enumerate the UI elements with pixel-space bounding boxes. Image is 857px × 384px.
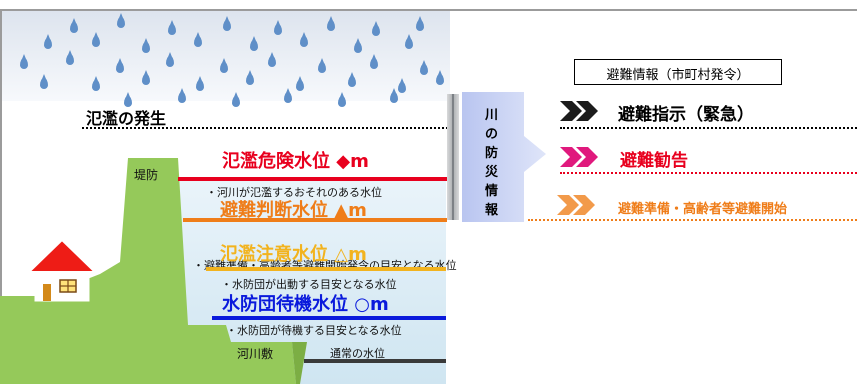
raindrop-icon: [284, 88, 292, 103]
evacuation-advisory-dotted-line: [560, 172, 857, 174]
raindrop-icon: [300, 32, 308, 47]
raindrop-icon: [354, 38, 362, 53]
double-chevron-icon: [560, 101, 598, 121]
evacuation-judgment-level-label: 避難判断水位 ▲m: [220, 200, 367, 221]
raindrop-icon: [166, 52, 174, 67]
raindrop-icon: [372, 21, 380, 36]
raindrop-icon: [405, 34, 413, 49]
flood-caution-level-label: 氾濫注意水位 △m: [220, 244, 367, 265]
raindrop-icon: [296, 76, 304, 91]
river-info-char: の: [485, 127, 499, 142]
river-info-panel: [462, 92, 546, 222]
evacuation-preparation-label: 避難準備・高齢者等避難開始: [618, 202, 788, 217]
raindrop-icon: [220, 58, 228, 73]
raindrop-icon: [92, 32, 100, 47]
flood-team-standby-level-line: [212, 316, 446, 320]
raindrop-icon: [40, 74, 48, 89]
riverbed-label: 河川敷: [237, 347, 274, 361]
raindrop-icon: [168, 20, 176, 35]
levee: [0, 158, 296, 384]
raindrop-icon: [92, 76, 100, 91]
raindrop-icon: [194, 32, 202, 47]
evacuation-info-box-label: 避難情報（市町村発令）: [606, 68, 750, 83]
raindrop-icon: [327, 16, 335, 31]
double-chevron-icon: [557, 195, 595, 215]
raindrop-icon: [250, 36, 258, 51]
double-chevron-icon: [560, 147, 598, 167]
river-info-char: 川: [485, 108, 499, 123]
raindrop-icon: [196, 76, 204, 91]
raindrop-icon: [20, 54, 28, 69]
frame-border-top: [0, 9, 857, 11]
levee-shadow: [292, 342, 307, 384]
raindrop-icon: [44, 34, 52, 49]
raindrop-icon: [436, 70, 444, 85]
river-info-char: 災: [485, 165, 499, 180]
flood-danger-level-note: ・河川が氾濫するおそれのある水位: [206, 186, 382, 199]
flood-team-standby-level-note: ・水防団が待機する目安となる水位: [226, 324, 402, 337]
flood-danger-level-label: 氾濫危険水位 ◆m: [222, 151, 369, 172]
raindrop-icon: [70, 18, 78, 33]
normal-level-line: [304, 359, 446, 363]
raindrop-icon: [116, 58, 124, 73]
raindrop-icon: [142, 38, 150, 53]
raindrop-icon: [178, 88, 186, 103]
evacuation-advisory-label: 避難勧告: [620, 151, 688, 171]
flood-occurrence-label: 氾濫の発生: [86, 109, 167, 128]
raindrop-icon: [370, 54, 378, 69]
river-info-char: 防: [485, 146, 499, 161]
river-info-char: 報: [485, 203, 499, 218]
raindrop-icon: [348, 72, 356, 87]
raindrop-icon: [66, 50, 74, 65]
raindrop-icon: [232, 92, 240, 107]
raindrop-icon: [318, 58, 326, 73]
flood-dotted-line: [82, 127, 448, 129]
raindrop-icon: [117, 13, 125, 28]
raindrop-icon: [398, 78, 406, 93]
raindrop-icon: [246, 70, 254, 85]
evacuation-order-label: 避難指示（緊急）: [618, 105, 754, 125]
evacuation-order-dotted-line: [560, 127, 857, 129]
raindrop-icon: [124, 92, 132, 107]
river-info-char: 情: [485, 184, 499, 199]
flood-team-standby-level-label: 水防団待機水位 ○m: [222, 294, 389, 315]
evacuation-judgment-level-line: [183, 218, 447, 222]
raindrop-icon: [223, 16, 231, 31]
raindrop-icon: [390, 88, 398, 103]
flood-caution-level-line: [206, 267, 446, 271]
evacuation-preparation-dotted-line: [528, 219, 857, 221]
raindrop-icon: [142, 70, 150, 85]
raindrop-icon: [338, 92, 346, 107]
river-pillar-divider: [452, 94, 454, 220]
raindrop-icon: [268, 52, 276, 67]
raindrop-icon: [416, 16, 424, 31]
house-icon: [26, 238, 98, 302]
levee-label: 堤防: [134, 168, 159, 182]
raindrop-icon: [420, 60, 428, 75]
frame-border-left: [0, 9, 2, 384]
raindrop-icon: [274, 20, 282, 35]
evacuation-info-box: 避難情報（市町村発令）: [574, 59, 782, 85]
flood-danger-level-line: [178, 177, 447, 181]
flood-caution-level-note: ・水防団が出動する目安となる水位: [221, 278, 397, 291]
normal-level-label: 通常の水位: [330, 347, 385, 360]
